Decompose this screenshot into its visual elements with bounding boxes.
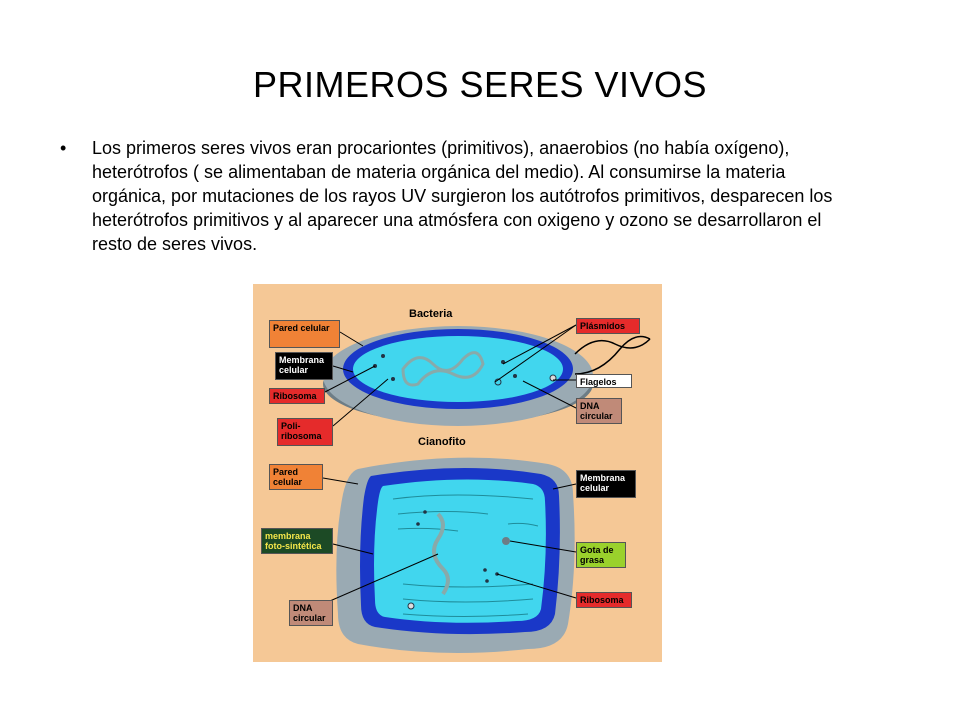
label-poliribosoma: Poli-ribosoma (277, 418, 333, 446)
leader-lines (322, 324, 577, 605)
bullet-marker: • (60, 138, 67, 158)
cianofito-heading: Cianofito (418, 436, 466, 448)
bacteria-heading: Bacteria (409, 308, 453, 320)
label-dna-circular-cianofito: DNA circular (289, 600, 333, 626)
cell-diagram: Bacteria Cianofito Pared celular Membran… (253, 284, 662, 662)
label-membrana-celular-cianofito: Membrana celular (576, 470, 636, 498)
cianofito-cell (336, 457, 575, 653)
slide-title: PRIMEROS SERES VIVOS (252, 64, 708, 105)
label-membrana-fotosintetica: membrana foto-sintética (261, 528, 333, 554)
bacteria-cell (323, 326, 651, 426)
cell-diagram-drawing (322, 324, 651, 653)
paragraph-text: Los primeros seres vivos eran procariont… (92, 138, 833, 254)
label-gota-de-grasa: Gota de grasa (576, 542, 626, 568)
label-flagelos: Flagelos (576, 374, 632, 388)
label-membrana-celular-bacteria: Membrana celular (275, 352, 333, 380)
label-ribosoma-cianofito: Ribosoma (576, 592, 632, 608)
label-dna-circular-bacteria: DNA circular (576, 398, 622, 424)
label-plasmidos: Plásmidos (576, 318, 640, 334)
label-pared-celular-cianofito: Pared celular (269, 464, 323, 490)
label-pared-celular-bacteria: Pared celular (269, 320, 340, 348)
label-ribosoma-bacteria: Ribosoma (269, 388, 325, 404)
bullet-paragraph: • Los primeros seres vivos eran procario… (60, 136, 860, 256)
